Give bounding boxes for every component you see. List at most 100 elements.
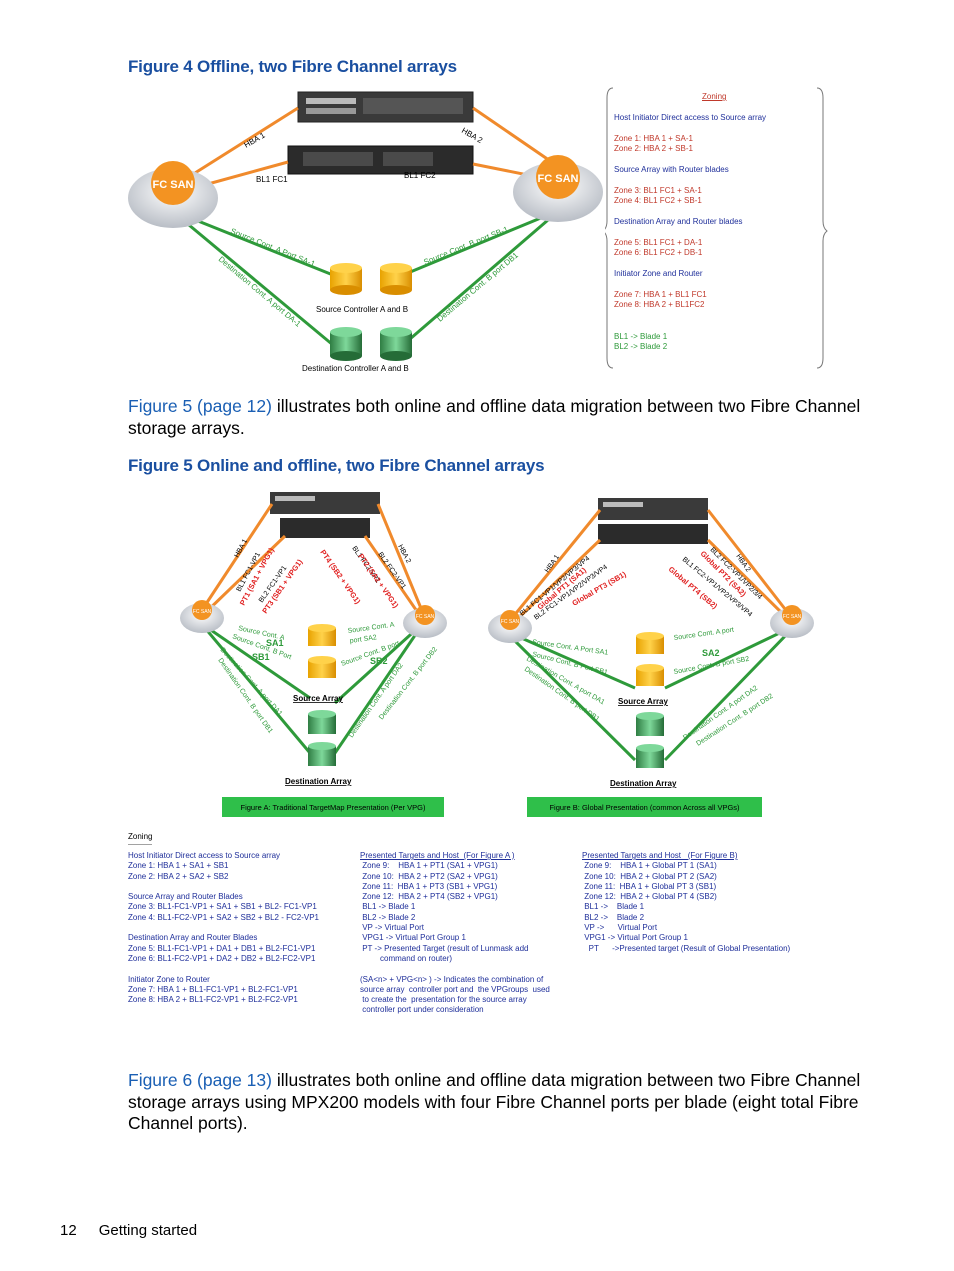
zoning-line: controller port under consideration	[360, 1005, 484, 1015]
figure4-zoning-brackets	[605, 87, 828, 369]
svg-text:FC SAN: FC SAN	[416, 614, 435, 620]
zoning-line: VPG1 -> Virtual Port Group 1	[582, 933, 688, 943]
svg-text:Source Cont. A: Source Cont. A	[347, 621, 395, 635]
svg-text:HBA 2: HBA 2	[460, 126, 485, 145]
figure5-zoning-col2: Presented Targets and Host (For Figure A…	[360, 851, 550, 1016]
zoning-line: BL1 -> Blade 1	[582, 902, 645, 912]
zoning-line	[128, 923, 319, 933]
svg-text:FC SAN: FC SAN	[501, 619, 520, 625]
zoning-line: BL2 -> Blade 2	[360, 912, 416, 922]
svg-text:Destination Cont. A port DA-1: Destination Cont. A port DA-1	[217, 255, 303, 329]
zoning-line: Zone 3: BL1-FC1-VP1 + SA1 + SB1 + BL2- F…	[128, 902, 317, 912]
svg-text:Source Array: Source Array	[293, 694, 344, 703]
zoning-line	[360, 964, 550, 974]
fc-san-cloud-left: FC SAN	[128, 161, 218, 228]
zoning-line	[128, 882, 319, 892]
svg-text:HBA 1: HBA 1	[243, 130, 268, 149]
source-controllers	[330, 263, 412, 295]
zoning-line: VPG1 -> Virtual Port Group 1	[360, 933, 466, 943]
figure-a-caption: Figure A: Traditional TargetMap Presenta…	[222, 797, 444, 817]
svg-text:Destination Array: Destination Array	[610, 779, 677, 788]
destination-controllers	[330, 327, 412, 361]
svg-text:SB1: SB1	[252, 652, 270, 662]
zoning-line: BL2 -> Blade 2	[582, 912, 645, 922]
page-number: 12	[60, 1222, 77, 1239]
zoning-line: Presented Targets and Host (For Figure A…	[360, 851, 515, 860]
svg-text:Source Cont. A port: Source Cont. A port	[673, 627, 734, 642]
zoning-line: Zone 11: HBA 1 + PT3 (SB1 + VPG1)	[360, 881, 498, 891]
zoning-line: command on router)	[360, 953, 453, 963]
svg-text:Destination Array: Destination Array	[285, 777, 352, 786]
paragraph-figure6-intro: Figure 6 (page 13) illustrates both onli…	[128, 1070, 861, 1133]
svg-text:PT2 (SA2 + VPG1): PT2 (SA2 + VPG1)	[356, 552, 400, 610]
svg-text:Destination Cont. B port DB1: Destination Cont. B port DB1	[436, 250, 521, 323]
svg-text:BL1 FC1: BL1 FC1	[256, 175, 288, 184]
figure-b-diagram: FC SAN FC SAN Source Array Destination A…	[488, 498, 814, 788]
fcsan-label-left: FC SAN	[153, 179, 194, 191]
svg-text:Destination Controller A and B: Destination Controller A and B	[302, 364, 409, 373]
zoning-line	[128, 964, 319, 974]
figure5-diagram: FC SAN FC SAN Source Array Destination A…	[180, 492, 814, 788]
zoning-line: Zone 9: HBA 1 + PT1 (SA1 + VPG1)	[360, 861, 498, 871]
page-footer: 12 Getting started	[60, 1222, 197, 1239]
paragraph-figure5-intro: Figure 5 (page 12) illustrates both onli…	[128, 396, 861, 438]
zoning-line: to create the presentation for the sourc…	[360, 995, 527, 1005]
figure5-zoning-col1: Host Initiator Direct access to Source a…	[128, 851, 319, 1005]
svg-text:SA2: SA2	[702, 648, 720, 658]
svg-text:Source Controller A and B: Source Controller A and B	[316, 305, 408, 314]
svg-text:Source Cont. A Port SA-1: Source Cont. A Port SA-1	[229, 227, 317, 269]
zoning-line: Zone 8: HBA 2 + BL1-FC2-VP1 + BL2-FC2-VP…	[128, 995, 298, 1005]
svg-text:BL2 FC2-VP1/VP2/3/4: BL2 FC2-VP1/VP2/3/4	[709, 546, 764, 601]
zoning-line: Zone 5: BL1-FC1-VP1 + DA1 + DB1 + BL2-FC…	[128, 943, 316, 953]
figure-b-caption: Figure B: Global Presentation (common Ac…	[527, 797, 762, 817]
zoning-line: PT ->Presented target (Result of Global …	[582, 943, 791, 953]
svg-text:SB2: SB2	[370, 656, 388, 666]
svg-text:SA1: SA1	[266, 638, 284, 648]
zoning-line: (SA<n> + VPG<n> ) -> Indicates the combi…	[360, 974, 544, 984]
zoning-line: Source Array and Router Blades	[128, 892, 243, 902]
svg-text:HBA 1: HBA 1	[544, 554, 561, 574]
figure5-zoning-col3: Presented Targets and Host (For Figure B…	[582, 851, 790, 954]
figure-a-diagram: FC SAN FC SAN Source Array Destination A…	[180, 492, 447, 786]
zoning-line: VP -> Virtual Port	[360, 923, 424, 933]
zoning-line: Zone 10: HBA 2 + PT2 (SA2 + VPG1)	[360, 871, 498, 881]
zoning-line: Presented Targets and Host (For Figure B…	[582, 851, 738, 860]
svg-text:HBA 1: HBA 1	[234, 538, 250, 559]
zoning-line: Zone 12: HBA 2 + PT4 (SB2 + VPG1)	[360, 892, 498, 902]
figure5-link[interactable]: Figure 5 (page 12)	[128, 396, 272, 416]
figure4-title: Figure 4 Offline, two Fibre Channel arra…	[128, 57, 457, 76]
figure4-diagram: FC SAN FC SAN HBA 1 HBA 2 BL1 FC1 BL1 FC…	[128, 91, 603, 373]
server-1	[297, 91, 474, 123]
zoning-line: Zone 7: HBA 1 + BL1-FC1-VP1 + BL2-FC1-VP…	[128, 984, 298, 994]
zoning-line: Destination Array and Router Blades	[128, 933, 258, 943]
zoning-line: Initiator Zone to Router	[128, 974, 210, 984]
zoning-line: BL1 -> Blade 1	[360, 902, 416, 912]
zoning-line: Host Initiator Direct access to Source a…	[128, 851, 281, 860]
zoning-line: Zone 2: HBA 2 + SA2 + SB2	[128, 871, 229, 881]
router	[287, 145, 474, 175]
svg-text:port SA2: port SA2	[349, 634, 377, 645]
fc-san-cloud-right: FC SAN	[513, 155, 603, 222]
zoning-line: source array controller port and the VPG…	[360, 984, 550, 994]
zoning-line: Zone 9: HBA 1 + Global PT 1 (SA1)	[582, 861, 717, 871]
svg-text:Source Cont. B port SB-1: Source Cont. B port SB-1	[422, 224, 510, 266]
zoning-line: Zone 10: HBA 2 + Global PT 2 (SA2)	[582, 871, 717, 881]
figure5-title: Figure 5 Online and offline, two Fibre C…	[128, 456, 545, 475]
svg-text:FC SAN: FC SAN	[783, 614, 802, 620]
zoning-line: Zone 4: BL1-FC2-VP1 + SA2 + SB2 + BL2 - …	[128, 912, 319, 922]
svg-text:BL1 FC2: BL1 FC2	[404, 171, 436, 180]
figure5-zoning-title: Zoning	[128, 832, 153, 841]
fcsan-label-right: FC SAN	[538, 173, 579, 185]
zoning-line: Zone 11: HBA 1 + Global PT 3 (SB1)	[582, 881, 717, 891]
zoning-line: Zone 12: HBA 2 + Global PT 4 (SB2)	[582, 892, 717, 902]
figure5-zoning-dashes: ------------	[128, 842, 152, 848]
zoning-line: VP -> Virtual Port	[582, 923, 658, 933]
figure6-link[interactable]: Figure 6 (page 13)	[128, 1070, 272, 1090]
svg-text:Source Cont. B port SB2: Source Cont. B port SB2	[673, 656, 750, 676]
zoning-line: Zone 1: HBA 1 + SA1 + SB1	[128, 861, 229, 871]
section-name: Getting started	[98, 1222, 198, 1239]
zoning-line: PT -> Presented Target (result of Lunmas…	[360, 943, 529, 953]
svg-text:Source Array: Source Array	[618, 697, 669, 706]
zoning-line: Zone 6: BL1-FC2-VP1 + DA2 + DB2 + BL2-FC…	[128, 953, 316, 963]
svg-text:FC SAN: FC SAN	[193, 609, 212, 615]
